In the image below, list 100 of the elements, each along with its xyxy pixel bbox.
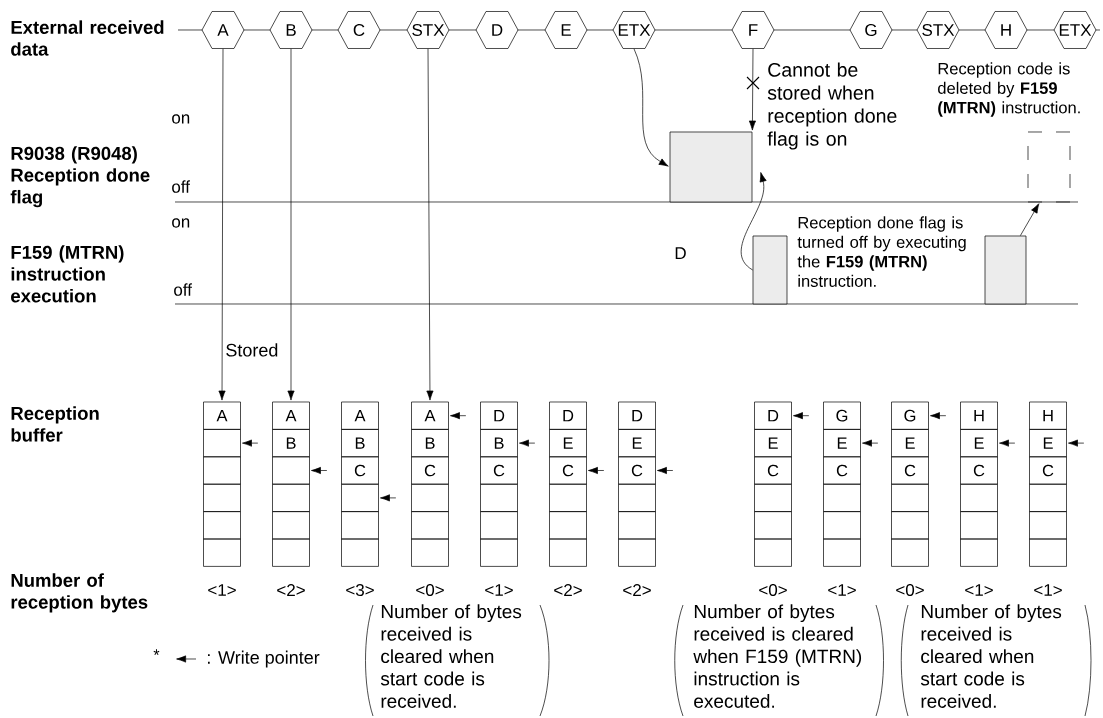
byte-count: <1> — [208, 584, 236, 596]
buffer-cell: E — [891, 429, 929, 458]
buffer-cell — [411, 511, 449, 540]
edge-label: Cannot be stored when reception done flag is on — [767, 62, 897, 150]
data-hexagon: B — [269, 11, 313, 49]
buffer-cell — [203, 456, 241, 485]
buffer-cell — [1029, 483, 1067, 512]
buffer-cell — [754, 538, 792, 567]
legend-text: : Write pointer — [208, 650, 320, 668]
data-hexagon: STX — [406, 11, 450, 49]
stored-label: Stored — [226, 343, 278, 357]
pointer-arrow — [1068, 439, 1085, 447]
note-text: Number of bytes received is cleared when start code is received. — [380, 604, 522, 708]
arrow — [426, 48, 434, 401]
buffer-cell — [411, 538, 449, 567]
buffer-cell — [891, 483, 929, 512]
row-heading: External received data — [11, 20, 164, 56]
curved-arrow — [740, 172, 767, 271]
data-hexagon: STX — [916, 11, 960, 49]
arrow — [748, 48, 756, 131]
buffer-cell: H — [1029, 401, 1067, 430]
buffer-cell — [891, 538, 929, 567]
data-hexagon: ETX — [612, 11, 656, 49]
pointer-arrow — [380, 494, 397, 502]
pointer-arrow — [657, 466, 674, 475]
byte-count: <1> — [828, 584, 856, 596]
buffer-cell: E — [618, 429, 656, 458]
buffer-cell — [754, 511, 792, 540]
buffer-cell — [272, 511, 310, 540]
buffer-cell — [960, 538, 998, 567]
buffer-cell: C — [960, 456, 998, 485]
buffer-cell — [549, 538, 587, 567]
buffer-cell: C — [411, 456, 449, 485]
buffer-cell — [960, 511, 998, 540]
byte-count: <3> — [346, 584, 374, 596]
buffer-cell — [341, 538, 379, 567]
buffer-cell: B — [480, 429, 518, 458]
dashed-pulse-outline — [1027, 131, 1071, 203]
buffer-cell: A — [272, 401, 310, 430]
pulse-bar — [984, 235, 1027, 305]
pointer-arrow — [311, 466, 328, 475]
pulse-bar — [752, 235, 788, 305]
buffer-cell — [960, 483, 998, 512]
pointer-arrow — [999, 439, 1016, 447]
row-heading: Reception buffer — [11, 406, 99, 442]
buffer-cell: G — [823, 401, 861, 430]
asterisk: * — [153, 649, 160, 655]
buffer-cell: D — [754, 401, 792, 430]
buffer-cell — [341, 511, 379, 540]
buffer-cell: C — [341, 456, 379, 485]
data-hexagon: C — [337, 11, 381, 49]
note-text: Number of bytes received is cleared when F159 (MTRN) instruction is executed. — [693, 604, 862, 708]
buffer-cell — [203, 429, 241, 458]
buffer-cell — [823, 538, 861, 567]
buffer-cell: C — [549, 456, 587, 485]
buffer-cell — [203, 483, 241, 512]
buffer-cell: C — [754, 456, 792, 485]
buffer-cell — [618, 483, 656, 512]
buffer-cell: C — [480, 456, 518, 485]
pointer-arrow — [450, 412, 467, 420]
buffer-cell: C — [1029, 456, 1067, 485]
note-text: Reception code is deleted by F159 (MTRN) instruction. — [938, 62, 1080, 117]
buffer-cell — [1029, 538, 1067, 567]
buffer-cell: C — [823, 456, 861, 485]
buffer-cell — [203, 538, 241, 567]
buffer-cell: E — [823, 429, 861, 458]
buffer-cell — [272, 483, 310, 512]
buffer-cell — [480, 538, 518, 567]
buffer-cell: D — [480, 401, 518, 430]
buffer-cell: E — [549, 429, 587, 458]
pointer-arrow — [793, 412, 810, 420]
buffer-cell: A — [203, 401, 241, 430]
buffer-cell — [618, 511, 656, 540]
node-label: ETX — [1059, 24, 1092, 36]
buffer-cell — [341, 483, 379, 512]
data-hexagon: ETX — [1053, 11, 1097, 49]
signal-letter: D — [675, 247, 686, 260]
buffer-cell: B — [341, 429, 379, 458]
byte-count: <2> — [623, 584, 651, 596]
byte-count: <0> — [416, 584, 444, 596]
buffer-cell — [203, 511, 241, 540]
curved-arrow — [633, 48, 669, 167]
buffer-cell — [1029, 511, 1067, 540]
data-hexagon: G — [849, 11, 893, 49]
arrow — [1020, 203, 1040, 236]
arrow — [218, 48, 226, 401]
note-text: Number of bytes received is cleared when start code is received. — [920, 604, 1062, 708]
buffer-cell — [549, 483, 587, 512]
data-hexagon: F — [731, 11, 775, 49]
byte-count: <1> — [1034, 584, 1062, 596]
buffer-cell — [411, 483, 449, 512]
buffer-cell: B — [272, 429, 310, 458]
byte-count: <0> — [896, 584, 924, 596]
note-text: Reception done flag is turned off by executing the F159 (MTRN) instruction. — [797, 216, 966, 287]
byte-count: <0> — [759, 584, 787, 596]
state-label: on — [172, 218, 190, 228]
buffer-cell: D — [549, 401, 587, 430]
buffer-cell: E — [960, 429, 998, 458]
byte-count: <1> — [965, 584, 993, 596]
buffer-cell — [272, 538, 310, 567]
